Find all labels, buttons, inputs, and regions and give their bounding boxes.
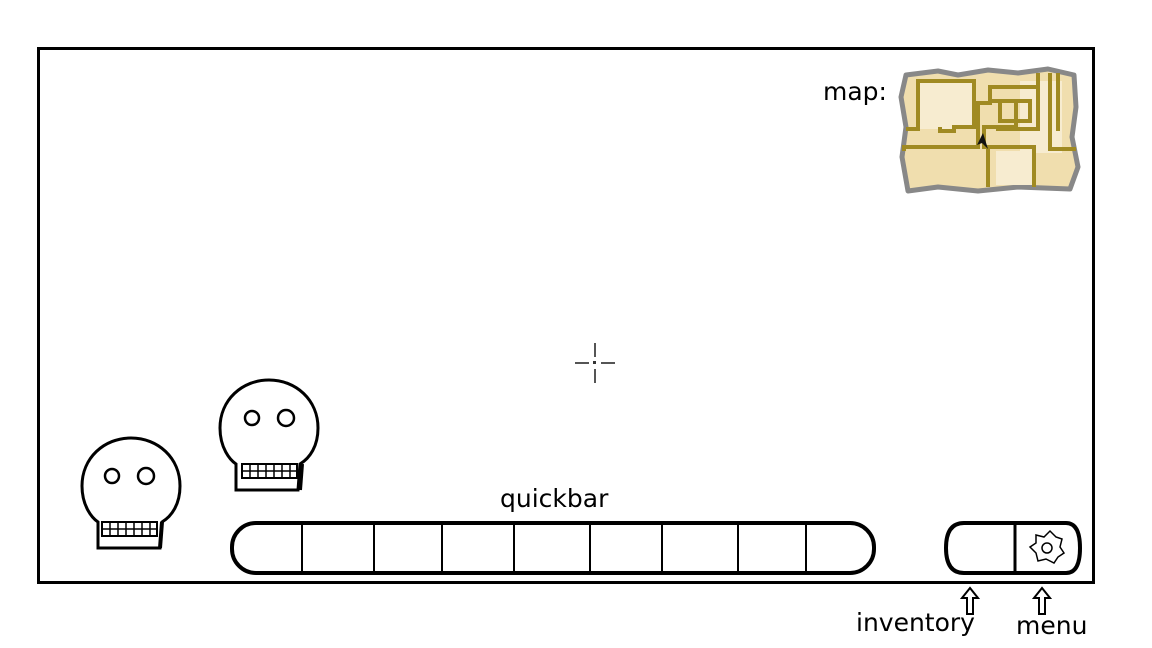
skull-icon[interactable] bbox=[218, 378, 320, 498]
quickbar-slot-7[interactable] bbox=[662, 525, 738, 571]
up-arrow-icon bbox=[1031, 586, 1053, 615]
quickbar-slot-2[interactable] bbox=[302, 525, 374, 571]
game-viewport[interactable]: map: bbox=[37, 47, 1095, 584]
quickbar-label: quickbar bbox=[500, 484, 609, 513]
inventory-button[interactable] bbox=[943, 521, 1014, 575]
quickbar-slot-5[interactable] bbox=[514, 525, 590, 571]
skull-icon[interactable] bbox=[80, 436, 182, 556]
up-arrow-icon bbox=[959, 586, 981, 615]
quickbar bbox=[230, 521, 876, 575]
quickbar-slot-4[interactable] bbox=[442, 525, 514, 571]
player-arrow-icon bbox=[977, 133, 988, 149]
pointer-arrows bbox=[959, 586, 1053, 615]
quickbar-slot-1[interactable] bbox=[232, 525, 302, 571]
quickbar-slot-9[interactable] bbox=[806, 525, 874, 571]
menu-button[interactable] bbox=[1013, 521, 1083, 575]
menu-label: menu bbox=[1016, 611, 1088, 640]
map-label: map: bbox=[823, 77, 887, 106]
crosshair-icon bbox=[575, 343, 615, 383]
quickbar-slot-6[interactable] bbox=[590, 525, 662, 571]
gear-icon bbox=[1028, 529, 1066, 564]
minimap-icon bbox=[898, 66, 1081, 194]
quickbar-slot-8[interactable] bbox=[738, 525, 806, 571]
quickbar-slot-3[interactable] bbox=[374, 525, 442, 571]
minimap[interactable] bbox=[898, 66, 1081, 194]
inventory-label: inventory bbox=[856, 608, 975, 637]
